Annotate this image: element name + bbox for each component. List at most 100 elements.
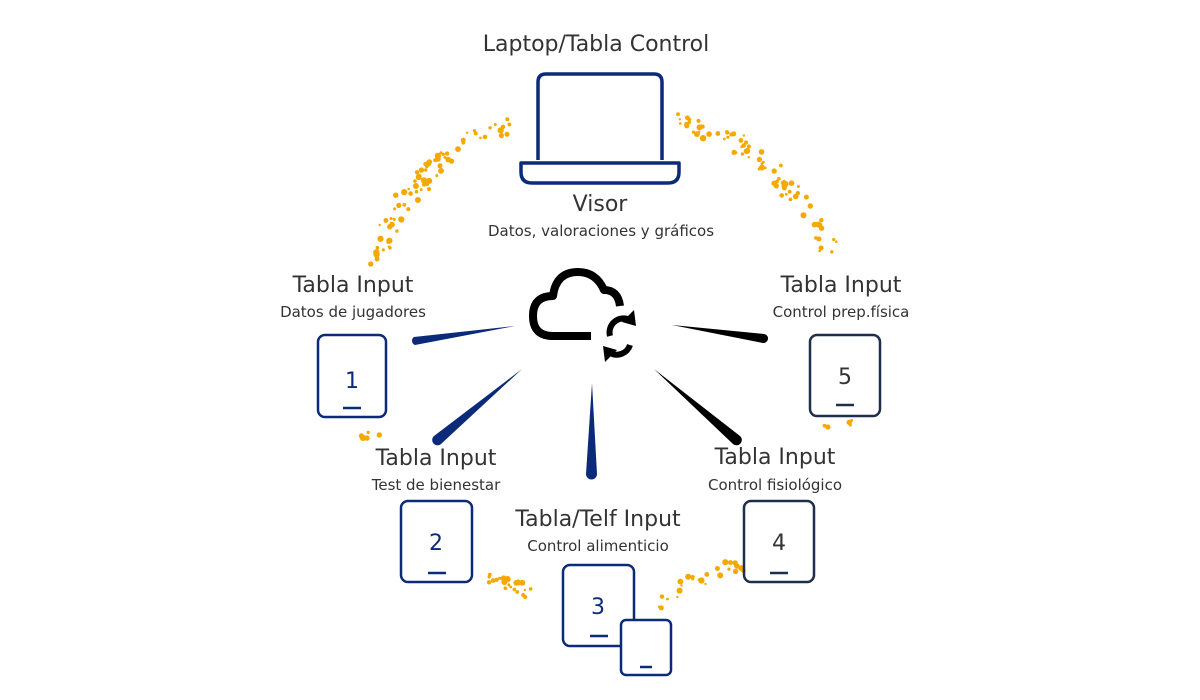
ring-dot — [473, 131, 478, 136]
node-4-subtitle: Control fisiológico — [707, 476, 843, 494]
tablet-icon-1[interactable] — [316, 333, 388, 419]
ring-dot — [406, 207, 411, 212]
ring-dot — [779, 193, 784, 198]
ring-dot — [732, 560, 738, 566]
tablet-phone-icon-3[interactable] — [561, 563, 673, 677]
ring-dot — [727, 567, 731, 571]
ring-dot — [832, 237, 836, 242]
connector-2 — [432, 369, 522, 446]
ring-dot — [419, 188, 423, 192]
ring-dot — [479, 136, 482, 140]
tablet-icon-2[interactable] — [399, 499, 474, 584]
ring-dot — [443, 155, 447, 159]
ring-dot — [757, 167, 761, 171]
tablet-icon-5[interactable] — [808, 333, 882, 418]
ring-dot — [441, 152, 445, 156]
ring-dot — [722, 559, 729, 566]
ring-dot — [800, 212, 807, 219]
ring-dot — [435, 174, 439, 178]
device-number-2: 2 — [429, 531, 443, 556]
ring-dot — [796, 185, 800, 188]
ring-dot — [676, 587, 683, 594]
ring-dot — [402, 202, 407, 207]
connector-3 — [586, 383, 597, 480]
ring-dot — [696, 124, 703, 131]
ring-dot — [436, 155, 440, 159]
ring-dot — [444, 151, 450, 156]
ring-dot — [393, 192, 399, 198]
ring-dot — [381, 248, 385, 252]
ring-dot — [523, 595, 528, 599]
ring-dot — [445, 156, 451, 163]
ring-dot — [392, 217, 396, 221]
ring-dot — [455, 146, 461, 153]
ring-dot — [830, 250, 834, 254]
ring-dot — [386, 237, 393, 244]
ring-dot — [740, 145, 744, 149]
node-2-title: Tabla Input — [375, 446, 497, 471]
ring-dot — [818, 225, 825, 231]
ring-dot — [699, 580, 703, 584]
ring-dot — [691, 130, 695, 134]
ring-dot — [677, 578, 684, 585]
ring-dot — [685, 573, 692, 580]
ring-dot — [439, 151, 443, 155]
ring-dot — [763, 166, 767, 170]
ring-dot — [679, 122, 682, 125]
ring-dot — [743, 140, 749, 145]
node-5-title: Tabla Input — [780, 273, 902, 298]
tablet-icon-4[interactable] — [742, 499, 816, 584]
ring-dot — [500, 575, 507, 582]
ring-dot — [383, 218, 389, 223]
ring-dot — [413, 179, 417, 183]
ring-dot — [407, 187, 411, 191]
ring-dot — [412, 183, 419, 189]
ring-dot — [494, 577, 499, 582]
ring-dot — [503, 586, 508, 590]
connectors — [411, 325, 769, 480]
ring-dot — [486, 580, 492, 585]
ring-dot — [438, 167, 444, 174]
ring-dot — [699, 135, 707, 142]
ring-dot — [779, 163, 783, 168]
ring-dot — [690, 574, 695, 580]
ring-dot — [368, 261, 374, 267]
ring-dot — [803, 194, 809, 200]
ring-dot — [744, 148, 751, 154]
ring-dot — [814, 222, 820, 227]
ring-dot — [725, 130, 728, 133]
ring-dot — [666, 597, 669, 601]
ring-dot — [659, 594, 665, 599]
ring-dot — [792, 193, 799, 200]
ring-dot — [359, 434, 367, 441]
node-3-subtitle: Control alimenticio — [527, 537, 669, 555]
ring-dot — [497, 127, 504, 134]
ring-dot — [756, 156, 763, 163]
ring-dot — [742, 134, 746, 137]
ring-dot — [777, 176, 781, 181]
ring-dot — [414, 197, 421, 203]
ring-dot — [512, 587, 517, 592]
ring-dot — [376, 432, 382, 438]
ring-dot — [387, 245, 391, 248]
ring-dot — [401, 189, 408, 196]
ring-dot — [848, 423, 852, 427]
ring-dot — [408, 191, 413, 196]
ring-dot — [374, 256, 380, 262]
ring-dot — [850, 418, 854, 422]
ring-dot — [807, 203, 813, 209]
node-3-title: Tabla/Telf Input — [515, 507, 681, 532]
ring-dot — [825, 424, 831, 430]
device-number-3: 3 — [591, 595, 605, 620]
ring-dot — [728, 560, 733, 565]
ring-dot — [782, 185, 787, 191]
ring-dot — [676, 112, 680, 117]
ring-dot — [706, 131, 712, 137]
node-2-subtitle: Test de bienestar — [371, 476, 501, 494]
ring-dot — [395, 229, 399, 233]
ring-dot — [393, 207, 397, 211]
device-number-5: 5 — [838, 365, 852, 390]
ring-dot — [490, 578, 496, 583]
ring-dot — [704, 582, 707, 586]
